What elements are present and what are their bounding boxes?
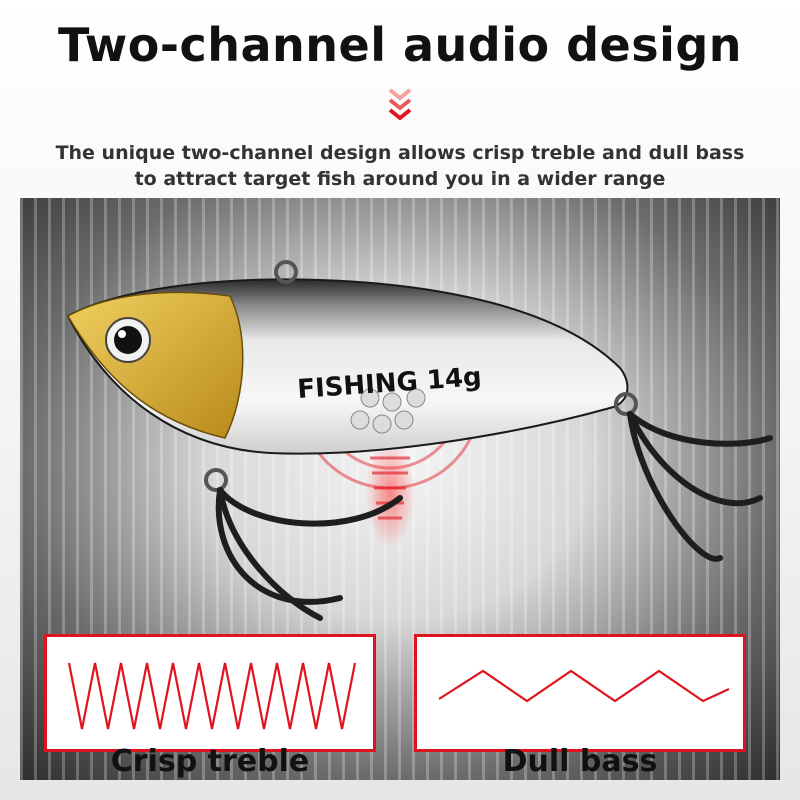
treble-wave-panel — [44, 634, 376, 752]
bass-wave-icon — [438, 669, 730, 703]
product-image-area: FISHING 14g — [20, 198, 780, 780]
bass-caption: Dull bass — [502, 744, 658, 779]
subtitle-line-1: The unique two-channel design allows cri… — [55, 142, 745, 164]
page-title: Two-channel audio design — [57, 18, 743, 72]
bass-wave-panel — [414, 634, 746, 752]
treble-wave-icon — [67, 662, 357, 730]
chevron-down-icon — [388, 88, 412, 121]
treble-caption: Crisp treble — [110, 744, 310, 779]
subtitle-line-2: to attract target fish around you in a w… — [134, 168, 666, 190]
